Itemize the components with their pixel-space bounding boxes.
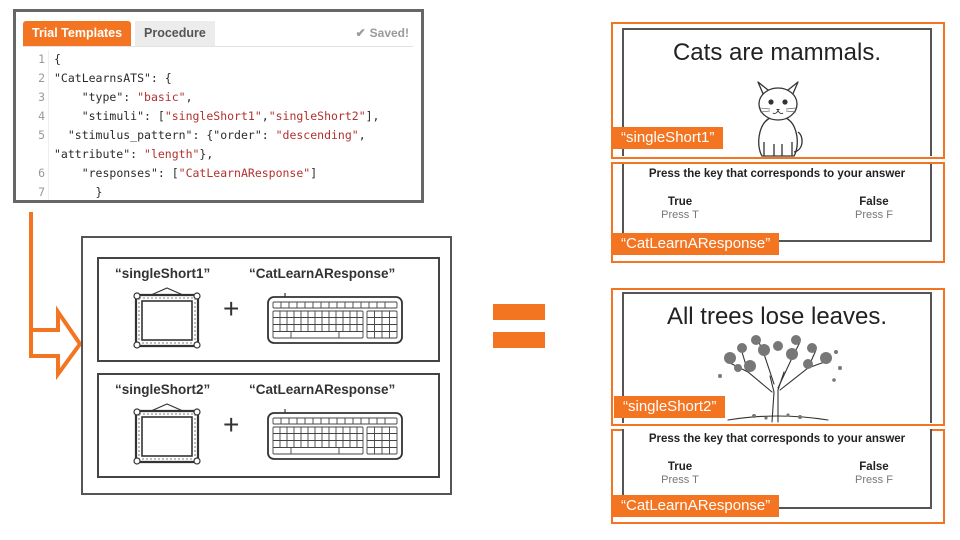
line-number: 1: [38, 52, 45, 66]
code-line: 5 "stimulus_pattern": {"order": "descend…: [16, 126, 421, 145]
code-line: 1{: [16, 50, 421, 69]
false-label: False: [859, 461, 889, 473]
line-number: 3: [38, 90, 45, 104]
true-key-hint: Press T: [661, 209, 699, 221]
stimulus-label: “singleShort1”: [115, 266, 211, 281]
line-number: 4: [38, 109, 45, 123]
stimulus-name-tag: “singleShort2”: [614, 396, 726, 418]
response-name-tag: “CatLearnAResponse”: [612, 233, 780, 255]
line-gutter: [48, 50, 49, 200]
response-slide: Press the key that corresponds to your a…: [622, 164, 932, 242]
response-highlight-box: [611, 162, 945, 263]
code-line: 4 "stimuli": ["singleShort1","singleShor…: [16, 107, 421, 126]
code-line: 7 }: [16, 183, 421, 202]
false-option: False Press F: [834, 196, 914, 221]
line-number: 6: [38, 166, 45, 180]
trial-templates-editor: Trial Templates Procedure ✔Saved! 1{ 2"C…: [13, 9, 424, 203]
line-number: 5: [38, 128, 45, 142]
stimulus-highlight-box: [611, 22, 945, 159]
stimulus-slide: Cats are mammals.: [622, 28, 932, 157]
stimulus-label: “singleShort2”: [115, 382, 211, 397]
saved-status: ✔Saved!: [356, 21, 409, 46]
stimulus-name-tag: “singleShort1”: [612, 127, 724, 149]
editor-tab-bar: Trial Templates Procedure ✔Saved!: [23, 21, 413, 47]
stimulus-text: Cats are mammals.: [672, 39, 882, 66]
check-icon: ✔: [355, 26, 366, 40]
picture-frame-icon: [133, 287, 201, 349]
false-label: False: [859, 196, 889, 208]
code-text: "stimuli": ["singleShort1","singleShort2…: [81, 109, 380, 123]
keyboard-icon: [267, 293, 403, 344]
keyboard-icon: [267, 409, 403, 460]
line-number: 2: [38, 71, 45, 85]
trial-composition-panel: “singleShort1” “CatLearnAResponse” +: [81, 236, 452, 495]
false-option: False Press F: [834, 461, 914, 486]
line-number: 7: [38, 185, 45, 199]
plus-operator: +: [223, 293, 240, 324]
code-line: 6 "responses": ["CatLearnAResponse"]: [16, 164, 421, 183]
code-text: "CatLearnsATS": {: [54, 71, 172, 85]
response-name-tag: “CatLearnAResponse”: [612, 495, 780, 517]
tab-trial-templates[interactable]: Trial Templates: [23, 21, 132, 46]
false-key-hint: Press F: [855, 474, 893, 486]
true-label: True: [667, 461, 693, 473]
composition-row: “singleShort1” “CatLearnAResponse” +: [97, 257, 440, 362]
composition-row: “singleShort2” “CatLearnAResponse” +: [97, 373, 440, 478]
true-option: True Press T: [640, 461, 720, 486]
tree-image: [718, 335, 842, 423]
code-line: 3 "type": "basic",: [16, 88, 421, 107]
true-key-hint: Press T: [661, 474, 699, 486]
false-key-hint: Press F: [855, 209, 893, 221]
tab-procedure[interactable]: Procedure: [135, 21, 215, 46]
kitten-image: [757, 81, 803, 157]
true-label: True: [667, 196, 693, 208]
code-line: "attribute": "length"},: [16, 145, 421, 164]
response-label: “CatLearnAResponse”: [249, 382, 396, 397]
saved-status-text: Saved!: [369, 26, 409, 40]
code-text: "responses": ["CatLearnAResponse"]: [81, 166, 318, 180]
code-line: 2 "CatLearnsATS": {: [16, 69, 421, 88]
stimulus-highlight-box: [611, 288, 945, 426]
code-text: "stimulus_pattern": {"order": "descendin…: [67, 128, 366, 142]
equals-bar-top: [493, 304, 545, 320]
response-prompt: Press the key that corresponds to your a…: [648, 168, 906, 180]
picture-frame-icon: [133, 403, 201, 465]
equals-bar-bottom: [493, 332, 545, 348]
code-text: {: [54, 52, 61, 66]
response-prompt: Press the key that corresponds to your a…: [648, 433, 906, 445]
code-text: "attribute": "length"},: [54, 147, 214, 161]
true-option: True Press T: [640, 196, 720, 221]
code-editor[interactable]: 1{ 2"CatLearnsATS": { 3 "type": "basic",…: [16, 50, 421, 200]
code-text: }: [54, 185, 103, 199]
plus-operator: +: [223, 409, 240, 440]
response-label: “CatLearnAResponse”: [249, 266, 396, 281]
stimulus-text: All trees lose leaves.: [666, 303, 888, 330]
code-text: "type": "basic",: [81, 90, 193, 104]
elbow-arrow-icon: [29, 212, 83, 381]
